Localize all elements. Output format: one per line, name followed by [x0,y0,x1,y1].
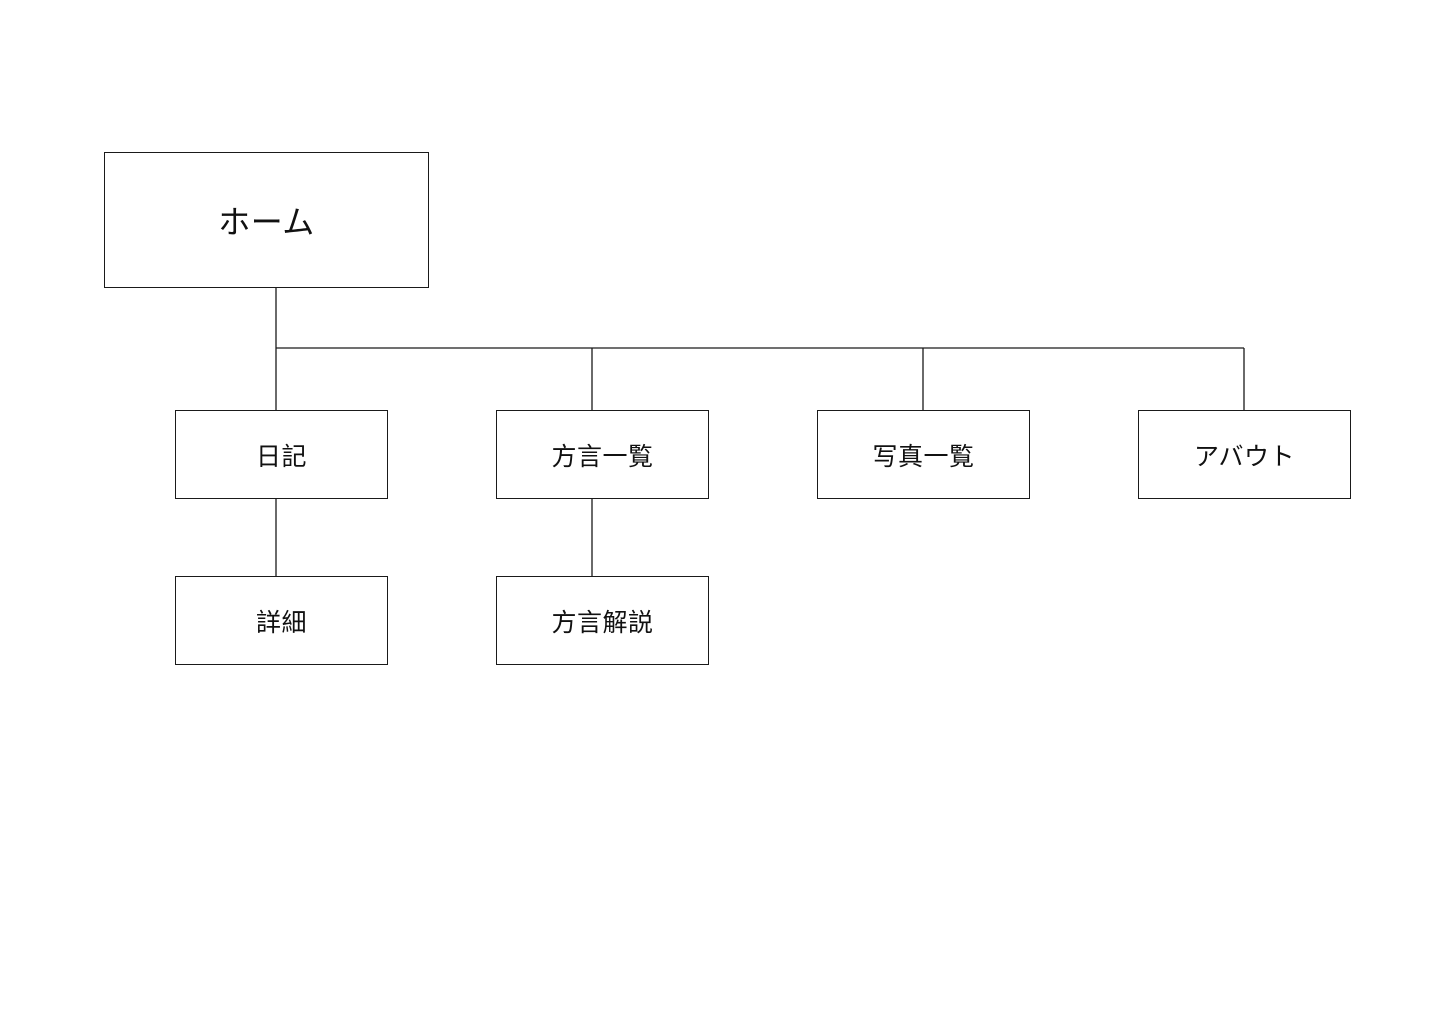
node-home[interactable]: ホーム [104,152,429,288]
node-dialect-explanation-label: 方言解説 [551,607,654,637]
node-dialect-explanation[interactable]: 方言解説 [496,576,709,665]
node-dialect-list-label: 方言一覧 [551,441,654,471]
node-detail[interactable]: 詳細 [175,576,388,665]
node-diary[interactable]: 日記 [175,410,388,499]
node-photo-list-label: 写真一覧 [872,441,975,471]
node-detail-label: 詳細 [255,607,307,637]
node-photo-list[interactable]: 写真一覧 [817,410,1030,499]
node-dialect-list[interactable]: 方言一覧 [496,410,709,499]
node-about-label: アバウト [1193,441,1295,471]
node-about[interactable]: アバウト [1138,410,1351,499]
node-home-label: ホーム [218,203,315,241]
node-diary-label: 日記 [255,441,307,471]
